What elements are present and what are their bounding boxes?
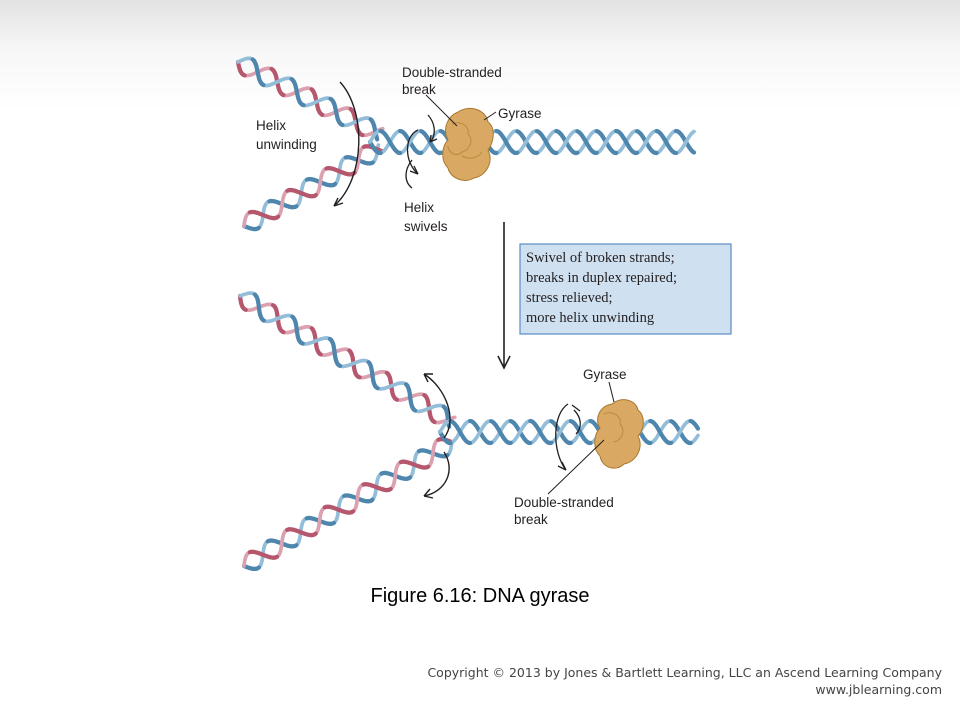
top-upper-arm-helix — [235, 56, 385, 142]
step-line-1: Swivel of broken strands; — [526, 250, 675, 266]
step-line-3: stress relieved; — [526, 290, 613, 306]
helix-swivels-arrows — [405, 114, 438, 189]
top-duplex-right-helix — [483, 128, 697, 156]
step-line-2: breaks in duplex repaired; — [526, 270, 677, 286]
step-description-box: Swivel of broken strands; breaks in dupl… — [519, 243, 732, 335]
dna-helices — [235, 56, 701, 572]
label-helix-swivels: Helix swivels — [404, 200, 448, 234]
copyright-notice: Copyright © 2013 by Jones & Bartlett Lea… — [427, 664, 942, 698]
step-line-4: more helix unwinding — [526, 310, 654, 326]
process-arrow — [497, 222, 511, 370]
helix-unwinding-arrow — [333, 81, 360, 207]
bottom-swivel-arrows — [555, 403, 581, 471]
label-double-stranded-break-top: Double-stranded break — [402, 65, 506, 97]
label-double-stranded-break-bottom: Double-stranded break — [514, 495, 618, 527]
gyrase-enzyme-bottom — [594, 399, 644, 469]
label-gyrase-top: Gyrase — [498, 106, 542, 121]
bottom-unwinding-arrows — [423, 373, 451, 499]
bottom-duplex-left-helix — [437, 418, 607, 446]
copyright-line: Copyright © 2013 by Jones & Bartlett Lea… — [427, 665, 942, 680]
gyrase-enzyme-top — [442, 107, 494, 181]
bottom-upper-arm-helix — [237, 291, 457, 429]
label-gyrase-bottom: Gyrase — [583, 367, 627, 382]
bottom-leader-lines — [547, 381, 615, 495]
top-leader-lines — [425, 94, 497, 127]
figure-caption: Figure 6.16: DNA gyrase — [370, 585, 590, 607]
publisher-url: www.jblearning.com — [815, 682, 942, 697]
bottom-lower-arm-helix — [241, 437, 455, 572]
top-lower-arm-helix — [241, 143, 384, 232]
bottom-duplex-right-helix — [637, 418, 701, 446]
label-helix-unwinding: Helix unwinding — [256, 118, 317, 152]
